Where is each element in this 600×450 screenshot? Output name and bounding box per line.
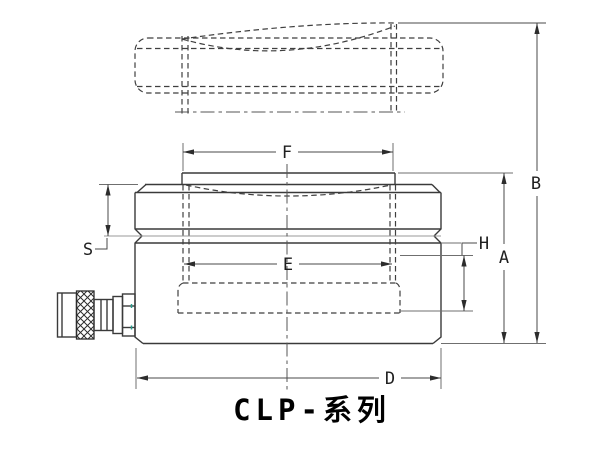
hydraulic-coupler (56, 290, 136, 340)
dimension-a: A (398, 172, 513, 343)
dim-label-a: A (499, 248, 509, 268)
dimension-e: E (184, 255, 392, 275)
cylinder-outline-hidden (134, 37, 444, 94)
dimension-b: B (398, 22, 546, 343)
dim-label-h: H (479, 234, 489, 254)
tilted-saddle-top-hidden (181, 22, 398, 40)
front-view (56, 164, 546, 390)
series-title: CLP-系列 (233, 393, 391, 427)
dimension-d: D (135, 348, 442, 389)
saddle (181, 172, 396, 197)
saddle-concave-hidden (185, 184, 392, 197)
dim-label-f: F (282, 143, 292, 163)
knurled-ring (75, 290, 95, 340)
dimension-h: H (400, 234, 489, 312)
dim-label-b: B (531, 174, 541, 194)
top-view (134, 22, 444, 114)
hidden-cavity (177, 282, 401, 314)
dim-label-d: D (385, 369, 395, 389)
dim-label-s: S (83, 240, 93, 260)
dimension-s: S (83, 184, 138, 260)
dimension-f: F (182, 143, 394, 171)
dim-label-e: E (283, 255, 293, 275)
cylinder-body (104, 164, 546, 390)
